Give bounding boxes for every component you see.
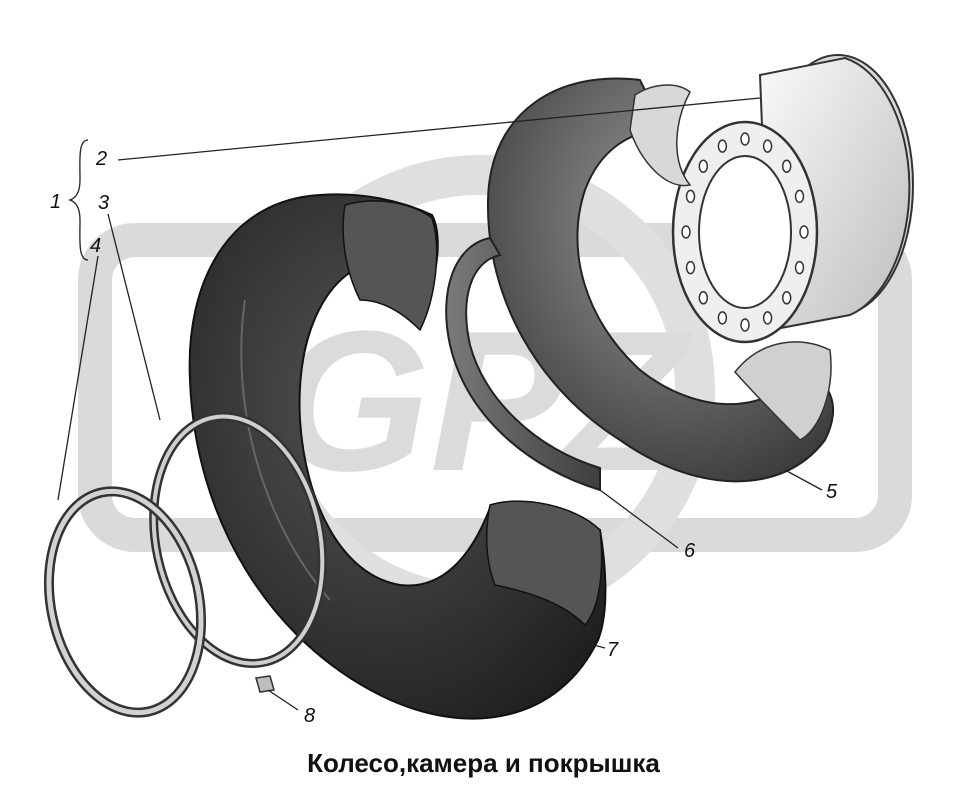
lock-ring [149,412,327,668]
bolt-hole [685,260,696,275]
callout-5: 5 [826,481,838,503]
diagram-caption: Колесо,камера и покрышка [307,748,660,778]
bolt-hole [740,132,750,146]
callout-3: 3 [98,192,109,214]
leader-2 [117,97,761,161]
rim-flap [445,236,601,492]
bolt-hole [781,159,792,173]
leader-8 [267,689,299,711]
bolt-hole [698,291,709,305]
bolt-hole [740,318,750,332]
callout-8: 8 [304,705,315,727]
inner-tube [486,77,834,483]
callout-2: 2 [95,148,107,170]
leader-4 [57,255,99,501]
wheel-rim [671,54,914,344]
bolt-hole [794,260,805,275]
bolt-hole [685,189,696,204]
tire [188,193,607,720]
bolt-hole [794,189,805,204]
callout-1: 1 [50,191,61,213]
bolt-hole [681,225,691,239]
bolt-hole [717,139,728,153]
leader-6 [599,489,679,549]
leader-lines [57,97,823,711]
bolt-hole [717,311,728,325]
bolt-hole [799,225,809,239]
leader-7 [574,639,606,649]
callout-6: 6 [684,540,696,562]
brace-1 [67,139,89,261]
bolt-hole [698,159,709,173]
rim-bolt-holes [681,132,809,332]
callout-labels: 1 2 3 4 5 6 7 8 [50,148,838,727]
bolt-hole [781,291,792,305]
leader-3 [107,213,161,421]
leader-5 [784,469,823,491]
valve-cap [255,675,275,693]
bolt-hole [762,311,773,325]
side-ring [43,486,207,718]
callout-7: 7 [607,639,619,661]
bolt-hole [762,139,773,153]
callout-4: 4 [90,235,101,257]
